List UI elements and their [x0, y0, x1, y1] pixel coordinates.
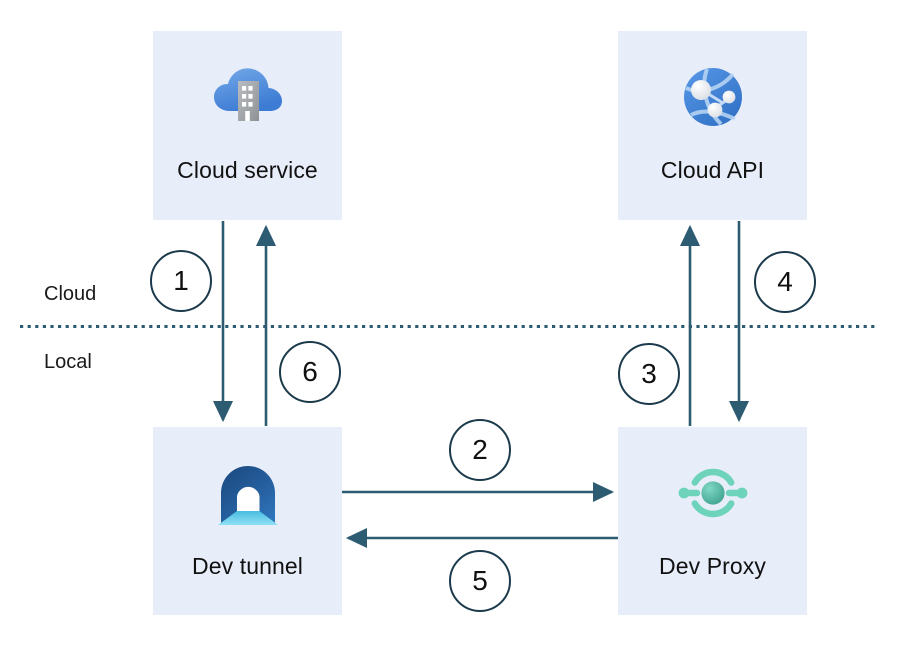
step-badge-4-number: 4: [777, 266, 793, 297]
dev-proxy-target-icon: [673, 453, 753, 533]
globe-network-icon: [673, 57, 753, 137]
cloud-building-icon: [208, 57, 288, 137]
zone-label-cloud: Cloud: [44, 283, 97, 305]
node-cloud-service[interactable]: Cloud service: [153, 31, 342, 220]
step-badge-2-number: 2: [472, 434, 488, 465]
step-badge-1: 1: [150, 250, 212, 312]
step-badge-6: 6: [279, 341, 341, 403]
node-dev-proxy[interactable]: Dev Proxy: [618, 427, 807, 615]
node-cloud-api[interactable]: Cloud API: [618, 31, 807, 220]
node-label-cloud-service: Cloud service: [177, 157, 318, 183]
step-badge-6-number: 6: [302, 356, 318, 387]
tunnel-icon: [208, 453, 288, 533]
node-label-cloud-api: Cloud API: [660, 157, 765, 183]
node-dev-tunnel[interactable]: Dev tunnel: [153, 427, 342, 615]
step-badge-4: 4: [754, 251, 816, 313]
step-badge-3-number: 3: [641, 358, 657, 389]
node-label-dev-tunnel: Dev tunnel: [192, 553, 303, 579]
zone-label-local: Local: [44, 351, 92, 373]
step-badge-2: 2: [449, 419, 511, 481]
node-label-dev-proxy: Dev Proxy: [659, 553, 766, 579]
step-badge-5: 5: [449, 550, 511, 612]
step-badge-3: 3: [618, 343, 680, 405]
step-badge-5-number: 5: [472, 565, 488, 596]
step-badge-1-number: 1: [173, 265, 189, 296]
